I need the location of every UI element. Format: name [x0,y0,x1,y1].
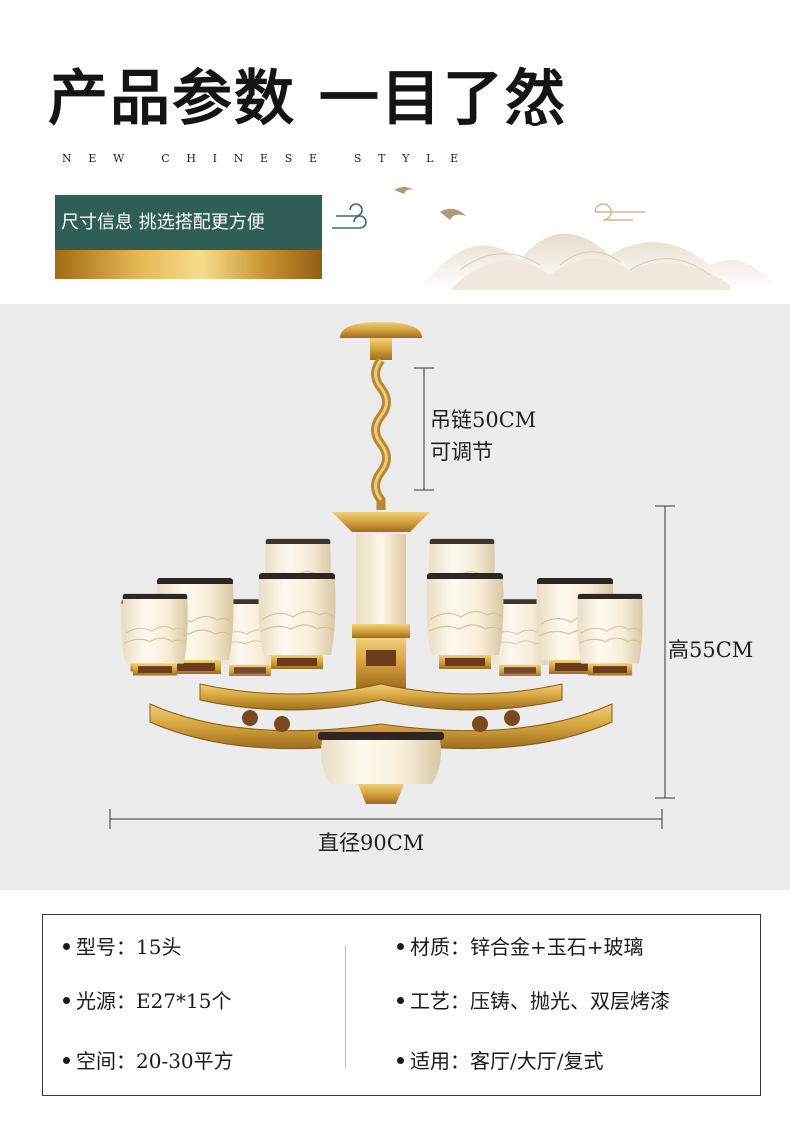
subtitle: NEW CHINESE STYLE [62,152,475,165]
dimension-lines [109,367,675,829]
cloud-swirl-icon [332,203,367,229]
chain-length-label: 吊链50CM [430,408,537,432]
page-title: 产品参数 一目了然 [48,64,567,134]
bird-icon [440,208,466,220]
product-dimension-panel: 吊链50CM 可调节 高55CM 直径90CM [0,304,790,890]
height-label: 高55CM [668,638,754,662]
spec-model: 型号：15头 [63,935,181,959]
bullet-icon [63,997,70,1004]
bird-icon [394,187,414,194]
title-period-mark [526,108,544,126]
spec-craft: 工艺：压铸、抛光、双层烤漆 [397,989,670,1013]
spec-table: 型号：15头 光源：E27*15个 空间：20-30平方 材质：锌合金+玉石+玻… [42,914,761,1096]
gold-foil-strip [55,250,322,279]
bullet-icon [397,997,404,1004]
spec-material: 材质：锌合金+玉石+玻璃 [397,935,644,959]
spec-space: 空间：20-30平方 [63,1049,234,1073]
landscape-decoration-icon [332,187,770,290]
spec-applicable: 适用：客厅/大厅/复式 [397,1049,603,1073]
diameter-label: 直径90CM [318,831,425,855]
bullet-icon [397,1057,404,1064]
banner-label: 尺寸信息 挑选搭配更方便 [55,195,322,250]
header-section: 产品参数 一目了然 NEW CHINESE STYLE 尺寸信息 挑选搭配更方便 [0,0,790,300]
info-banner: 尺寸信息 挑选搭配更方便 [55,195,322,279]
chain-icon [371,357,391,510]
bullet-icon [63,1057,70,1064]
spec-light-source: 光源：E27*15个 [63,989,232,1013]
chandelier-illustration-icon [109,322,675,829]
chain-adjustable-note: 可调节 [430,440,493,464]
cloud-swirl-icon [594,203,645,221]
bullet-icon [397,943,404,950]
spec-divider [345,945,346,1069]
bullet-icon [63,943,70,950]
